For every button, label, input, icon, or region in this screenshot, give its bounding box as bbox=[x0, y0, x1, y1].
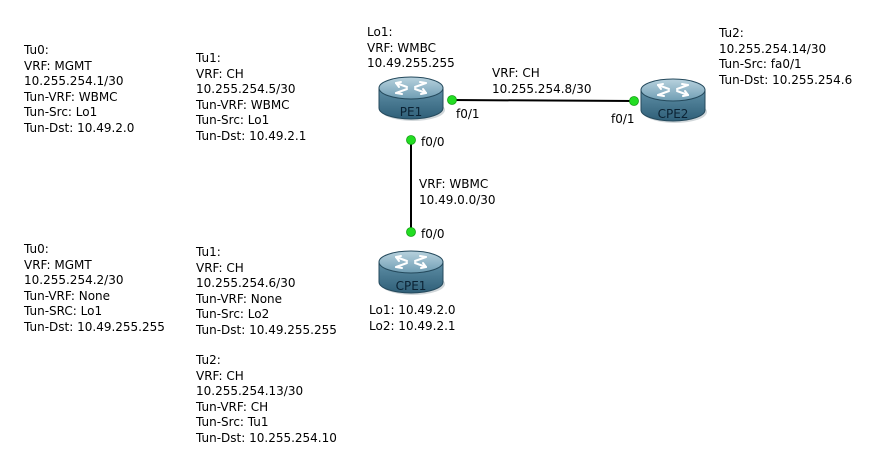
router-icon bbox=[640, 78, 707, 123]
config-line: Lo2: 10.49.2.1 bbox=[369, 318, 456, 333]
pe1-cpe2-link[interactable] bbox=[451, 99, 635, 102]
router-label: PE1 bbox=[400, 105, 422, 119]
cpe1-f0-0-port[interactable] bbox=[406, 227, 416, 237]
config-line: Tun-Dst: 10.49.255.255 bbox=[196, 322, 337, 337]
config-line: Tu0: bbox=[24, 242, 49, 256]
config-line: Tun-Src: Lo1 bbox=[196, 113, 270, 127]
config-line: VRF: MGMT bbox=[24, 257, 92, 272]
config-line: Tun-Dst: 10.49.2.1 bbox=[196, 128, 307, 143]
config-line: Tun-VRF: None bbox=[196, 291, 283, 306]
config-line: 10.255.254.1/30 bbox=[24, 74, 124, 88]
config-line: Tu1: bbox=[196, 51, 221, 65]
config-line: Tun-Dst: 10.255.254.6 bbox=[719, 72, 853, 87]
config-line: Tu2: bbox=[196, 353, 221, 367]
config-line: 10.255.254.14/30 bbox=[719, 41, 827, 56]
config-line: Tun-VRF: WBMC bbox=[196, 97, 290, 112]
config-line: Tun-Src: Lo1 bbox=[24, 105, 98, 119]
interface-label: f0/0 bbox=[421, 227, 445, 241]
config-line: Tun-VRF: WBMC bbox=[24, 89, 118, 104]
config-line: Tun-Dst: 10.255.254.10 bbox=[196, 430, 337, 445]
config-line: Tun-SRC: Lo1 bbox=[24, 304, 103, 318]
config-line: VRF: MGMT bbox=[24, 58, 92, 73]
config-line: 10.49.255.255 bbox=[367, 56, 455, 70]
interface-label: f0/1 bbox=[456, 107, 480, 121]
config-line: 10.255.254.6/30 bbox=[196, 276, 296, 290]
config-line: Tun-Dst: 10.49.255.255 bbox=[24, 319, 165, 334]
router-cpe2[interactable]: CPE2 bbox=[640, 78, 707, 123]
config-line: Tun-Src: Lo2 bbox=[196, 307, 270, 321]
config-line: 10.255.254.2/30 bbox=[24, 273, 124, 287]
config-line: VRF: CH bbox=[196, 368, 244, 383]
config-line: Tu0: bbox=[24, 43, 49, 57]
router-icon bbox=[378, 76, 445, 121]
router-label: CPE1 bbox=[396, 279, 427, 293]
config-line: Tu1: bbox=[196, 245, 221, 259]
config-line: Tun-VRF: None bbox=[24, 288, 111, 303]
pe1-f0-1-port[interactable] bbox=[447, 95, 457, 105]
config-line: VRF: CH bbox=[196, 260, 244, 275]
config-line: Tun-VRF: CH bbox=[196, 399, 269, 414]
router-cpe1[interactable]: CPE1 bbox=[378, 250, 445, 295]
config-line: VRF: CH bbox=[196, 66, 244, 81]
router-icon bbox=[378, 250, 445, 295]
config-line: Tun-Src: Tu1 bbox=[196, 415, 269, 429]
pe1-f0-0-port[interactable] bbox=[406, 135, 416, 145]
config-line: Lo1: bbox=[367, 25, 393, 39]
router-label: CPE2 bbox=[658, 107, 689, 121]
config-line: VRF: WMBC bbox=[367, 40, 436, 55]
config-line: Tun-Src: fa0/1 bbox=[719, 57, 802, 71]
interface-label: f0/0 bbox=[421, 135, 445, 149]
config-line: Lo1: 10.49.2.0 bbox=[369, 303, 456, 317]
config-line: 10.255.254.13/30 bbox=[196, 384, 304, 398]
router-pe1[interactable]: PE1 bbox=[378, 76, 445, 121]
interface-label: f0/1 bbox=[611, 112, 635, 126]
config-line: Tu2: bbox=[719, 26, 744, 40]
config-line: Tun-Dst: 10.49.2.0 bbox=[24, 120, 135, 135]
cpe2-f0-1-port[interactable] bbox=[629, 96, 639, 106]
config-line: 10.255.254.5/30 bbox=[196, 82, 296, 96]
